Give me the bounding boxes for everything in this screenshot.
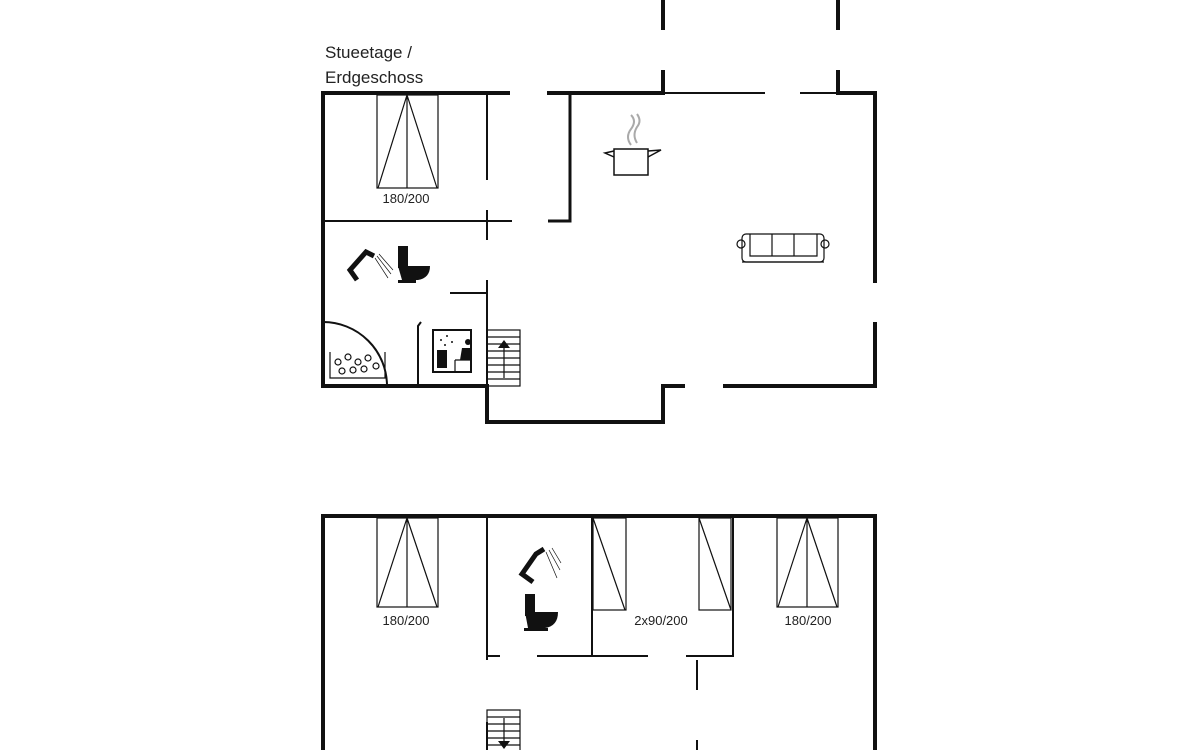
floor-title-line2: Erdgeschoss bbox=[325, 68, 423, 87]
bed-size-label: 180/200 bbox=[383, 191, 430, 206]
toilet-icon bbox=[524, 594, 558, 631]
shower-icon bbox=[518, 546, 562, 585]
outer-walls bbox=[321, 514, 877, 750]
sofa-icon bbox=[736, 233, 830, 263]
sauna-icon bbox=[432, 329, 472, 373]
floor-title-line1: Stueetage / bbox=[325, 43, 412, 62]
kitchen-pot-icon bbox=[602, 113, 662, 176]
stairs-up-icon bbox=[486, 329, 521, 387]
bed-size-label: 180/200 bbox=[383, 613, 430, 628]
shower-icon bbox=[346, 248, 394, 282]
upper-floor: 180/200 2x90/200 180/200 bbox=[321, 514, 877, 750]
hot-tub-icon bbox=[329, 352, 386, 379]
toilet-icon bbox=[398, 246, 430, 283]
bed-double-right-icon: 180/200 bbox=[776, 517, 839, 628]
inner-walls bbox=[486, 516, 734, 750]
stairs-down-icon bbox=[486, 709, 521, 750]
bed-size-label: 2x90/200 bbox=[634, 613, 688, 628]
bed-twin-icon: 2x90/200 bbox=[592, 517, 732, 628]
inner-walls bbox=[322, 93, 572, 387]
ground-floor: Stueetage / Erdgeschoss 180/200 bbox=[321, 0, 877, 424]
bed-double-icon: 180/200 bbox=[376, 94, 439, 206]
bed-double-left-icon: 180/200 bbox=[376, 517, 439, 628]
bed-size-label: 180/200 bbox=[785, 613, 832, 628]
outer-walls bbox=[321, 0, 877, 424]
